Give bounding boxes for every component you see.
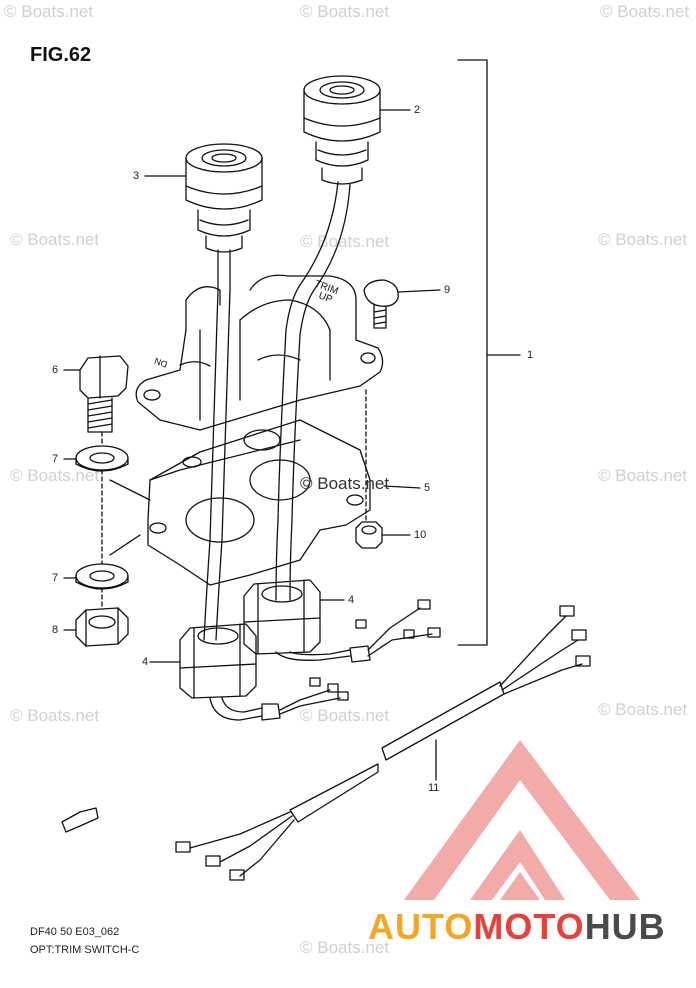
assembly-bracket	[457, 59, 488, 646]
wire-connector	[349, 599, 441, 663]
callout-label: 6	[52, 364, 59, 376]
screw	[363, 279, 399, 329]
callout-label: 11	[428, 782, 440, 794]
callout-label: 4	[348, 594, 355, 606]
watermark: © Boats.net	[598, 466, 688, 485]
cable-nut	[179, 623, 257, 699]
switch-housing	[135, 274, 384, 431]
trim-switch-down	[185, 143, 263, 291]
callout-label: 2	[414, 104, 421, 116]
svg-text:UP: UP	[317, 290, 334, 305]
model-code: DF40 50 E03_062	[30, 926, 120, 938]
watermark-center: © Boats.net	[300, 474, 390, 493]
forward-arrow	[61, 807, 99, 833]
callout-label: 7	[52, 572, 59, 584]
watermark: © Boats.net	[598, 230, 688, 249]
cable-nut	[243, 579, 321, 655]
callout-label: 5	[424, 482, 431, 494]
watermark: © Boats.net	[4, 2, 94, 21]
bolt	[79, 355, 129, 433]
callout-label: 1	[527, 349, 534, 361]
watermark: © Boats.net	[598, 700, 688, 719]
brand-part: MOTO	[473, 906, 585, 947]
washer	[75, 563, 129, 590]
watermark: © Boats.net	[300, 938, 390, 957]
watermark: © Boats.net	[10, 230, 100, 249]
brand-part: HUB	[584, 906, 666, 947]
section-title: OPT:TRIM SWITCH-C	[30, 944, 140, 956]
washer	[75, 445, 129, 472]
callout-label: 3	[133, 170, 140, 182]
mounting-plate	[147, 419, 371, 586]
watermark: © Boats.net	[10, 706, 100, 725]
callout-label: 9	[444, 284, 451, 296]
watermark: © Boats.net	[300, 2, 390, 21]
callout-label: 8	[52, 624, 59, 636]
wire-connector	[261, 677, 349, 721]
brand-part: AUTO	[368, 906, 474, 947]
nut	[75, 607, 129, 647]
nut	[355, 521, 383, 549]
callout-label: 10	[414, 529, 427, 541]
trim-switch-up	[285, 75, 381, 336]
watermark: © Boats.net	[10, 466, 100, 485]
figure-title: FIG.62	[30, 44, 92, 66]
callout-label: 4	[142, 656, 149, 668]
callout-label: 7	[52, 453, 59, 465]
watermark: © Boats.net	[300, 706, 390, 725]
brand-logo: AUTOMOTOHUB	[368, 906, 666, 948]
wire-harness	[175, 605, 591, 881]
watermark: © Boats.net	[600, 2, 690, 21]
svg-text:DN: DN	[153, 356, 169, 370]
